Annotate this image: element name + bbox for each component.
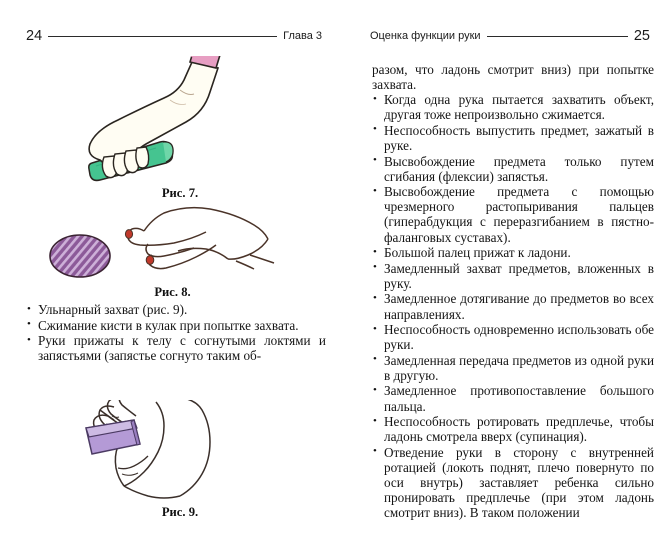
figure-9-caption: Рис. 9.: [161, 505, 199, 519]
figure-8: Рис. 8.: [40, 205, 305, 300]
list-item: Сжимание кисти в кулак при попытке за­хв…: [26, 317, 326, 333]
list-item: Замедленное дотягивание до предметов во …: [372, 291, 654, 322]
figure-7-illustration: [88, 56, 221, 182]
list-item: Неспособность выпустить предмет, зажа­ты…: [372, 122, 654, 153]
list-item: Высвобождение предмета только путем сгиб…: [372, 153, 654, 184]
purple-block-object: [85, 419, 141, 455]
figure-9: Рис. 9.: [60, 400, 300, 520]
figure-7: Рис. 7.: [60, 56, 300, 201]
fingers: [101, 146, 150, 179]
list-item: Ульнарный захват (рис. 9).: [26, 301, 326, 317]
list-item: Высвобождение предмета с помощью чрезмер…: [372, 184, 654, 245]
left-bullet-list: Ульнарный захват (рис. 9). Сжимание кист…: [26, 301, 326, 364]
list-item: Когда одна рука пытается захватить объ­е…: [372, 92, 654, 123]
header-rule-left: [48, 35, 278, 37]
page-folio-right: 25: [633, 28, 650, 44]
continuation-paragraph: разом, что ладонь смотрит вниз) при по­п…: [372, 62, 654, 93]
header-rule-right: [486, 35, 628, 37]
list-item: Неспособность ротировать предплечье, что…: [372, 414, 654, 445]
running-head-left: 24 Глава 3: [26, 28, 322, 44]
purple-oval-object: [49, 234, 111, 278]
running-head-right: Оценка функции руки 25: [370, 28, 650, 44]
list-item: Замедленное противопоставление боль­шого…: [372, 383, 654, 414]
chapter-title-left: Глава 3: [283, 30, 322, 42]
list-item: Замедленная передача предметов из од­ной…: [372, 352, 654, 383]
list-item: Отведение руки в сторону с внутренней ро…: [372, 444, 654, 520]
right-column-text: разом, что ладонь смотрит вниз) при по­п…: [372, 62, 654, 521]
figure-8-illustration: [49, 206, 275, 278]
hand-outline: [126, 206, 275, 270]
list-item: Руки прижаты к телу с согнутыми локтями …: [26, 333, 326, 364]
sleeve-cuff: [188, 56, 221, 69]
section-title-right: Оценка функции руки: [370, 30, 481, 42]
running-heads: 24 Глава 3 Оценка функции руки 25: [0, 28, 668, 50]
list-item: Замедленный захват предметов, вложен­ных…: [372, 260, 654, 291]
figure-7-caption: Рис. 7.: [161, 186, 199, 200]
list-item: Неспособность одновременно использо­вать…: [372, 322, 654, 353]
page-folio-left: 24: [26, 28, 43, 44]
list-item: Большой палец прижат к ладони.: [372, 245, 654, 261]
figure-9-illustration: [85, 400, 211, 499]
left-column-text: Ульнарный захват (рис. 9). Сжимание кист…: [26, 301, 326, 364]
figure-8-caption: Рис. 8.: [154, 285, 191, 299]
right-bullet-list: Когда одна рука пытается захватить объ­е…: [372, 92, 654, 521]
fingertip-nails: [124, 229, 155, 265]
